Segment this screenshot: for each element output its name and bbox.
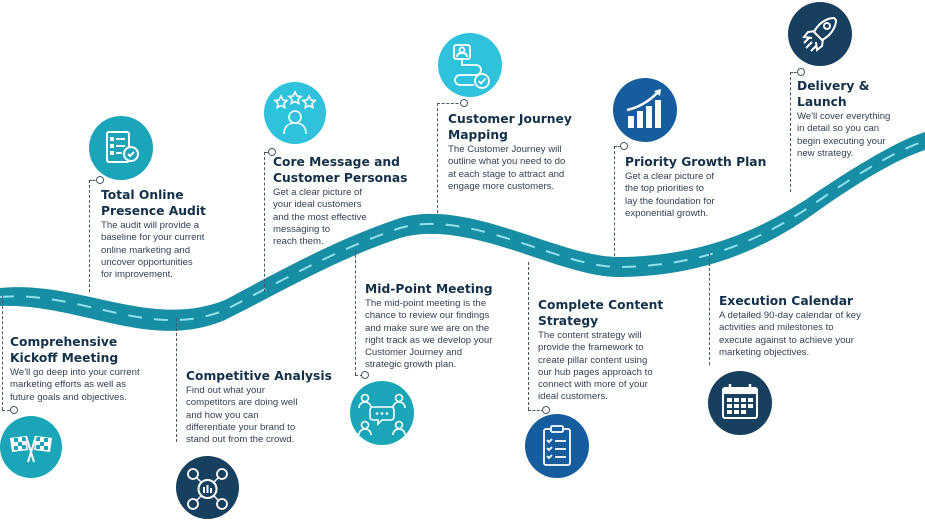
stage-customer-journey-mapping: Customer Journey Mapping The Customer Jo… xyxy=(448,111,608,193)
stage-complete-content-strategy: Complete Content Strategy The content st… xyxy=(538,297,688,404)
stage-description: The audit will provide a baseline for yo… xyxy=(101,220,205,281)
connector-core xyxy=(264,152,265,292)
stage-title: Customer Journey Mapping xyxy=(448,112,572,142)
stage-description: We'll cover everything in detail so you … xyxy=(797,111,891,159)
connector-content xyxy=(528,262,529,410)
connector-journey-h xyxy=(437,103,463,104)
connector-dot xyxy=(268,148,276,156)
connector-delivery xyxy=(790,72,791,192)
connector-dot xyxy=(797,68,805,76)
connector-priority-h xyxy=(614,146,624,147)
stage-mid-point-meeting: Mid-Point Meeting The mid-point meeting … xyxy=(365,281,515,372)
connector-dot xyxy=(361,371,369,379)
connector-dot xyxy=(96,176,104,184)
stage-description: Find out what your competitors are doing… xyxy=(186,385,298,446)
audit-checklist-icon xyxy=(89,116,153,180)
connector-journey xyxy=(437,103,438,213)
clipboard-checklist-icon xyxy=(525,414,589,478)
connector-midpoint-h xyxy=(355,375,363,376)
connector-audit-h xyxy=(89,180,99,181)
stage-kickoff-meeting: Comprehensive Kickoff Meeting We'll go d… xyxy=(10,334,180,404)
stage-title: Complete Content Strategy xyxy=(538,298,664,328)
stage-delivery-launch: Delivery & Launch We'll cover everything… xyxy=(797,78,922,160)
customer-rating-icon xyxy=(264,82,326,144)
stage-core-message-personas: Core Message and Customer Personas Get a… xyxy=(273,154,423,248)
stage-title: Execution Calendar xyxy=(719,294,854,308)
connector-priority xyxy=(614,146,615,256)
connector-dot xyxy=(460,99,468,107)
stage-priority-growth-plan: Priority Growth Plan Get a clear picture… xyxy=(625,154,775,220)
growth-chart-icon xyxy=(613,78,677,142)
stage-description: The content strategy will provide the fr… xyxy=(538,330,653,403)
competitor-network-icon xyxy=(176,456,239,519)
stage-competitive-analysis: Competitive Analysis Find out what your … xyxy=(186,368,336,446)
checkered-flags-icon xyxy=(0,416,62,478)
connector-core-h xyxy=(264,152,270,153)
stage-title: Comprehensive Kickoff Meeting xyxy=(10,335,119,365)
stage-description: A detailed 90-day calendar of key activi… xyxy=(719,310,861,358)
stage-description: Get a clear picture of the top prioritie… xyxy=(625,171,715,219)
connector-midpoint xyxy=(355,250,356,375)
connector-dot xyxy=(10,406,18,414)
connector-kickoff-h xyxy=(2,410,10,411)
stage-title: Priority Growth Plan xyxy=(625,155,767,169)
connector-content-h xyxy=(528,410,544,411)
connector-dot xyxy=(620,142,628,150)
connector-dot xyxy=(542,406,550,414)
connector-kickoff xyxy=(2,296,3,410)
connector-audit xyxy=(89,180,90,292)
connector-delivery-h xyxy=(790,72,800,73)
stage-description: The mid-point meeting is the chance to r… xyxy=(365,298,493,371)
stage-description: We'll go deep into your current marketin… xyxy=(10,367,140,403)
rocket-icon xyxy=(788,2,852,66)
stage-title: Core Message and Customer Personas xyxy=(273,155,408,185)
stage-title: Delivery & Launch xyxy=(797,79,870,109)
stage-description: The Customer Journey will outline what y… xyxy=(448,144,566,192)
meeting-group-icon xyxy=(350,381,414,445)
stage-execution-calendar: Execution Calendar A detailed 90-day cal… xyxy=(719,293,909,359)
connector-competitive xyxy=(176,318,177,442)
stage-online-presence-audit: Total Online Presence Audit The audit wi… xyxy=(101,187,241,281)
stage-title: Competitive Analysis xyxy=(186,369,332,383)
stage-title: Total Online Presence Audit xyxy=(101,188,206,218)
stage-title: Mid-Point Meeting xyxy=(365,282,493,296)
connector-execution xyxy=(709,253,710,365)
stage-description: Get a clear picture of your ideal custom… xyxy=(273,187,367,248)
calendar-icon xyxy=(708,371,772,435)
journey-path-icon xyxy=(438,33,502,97)
